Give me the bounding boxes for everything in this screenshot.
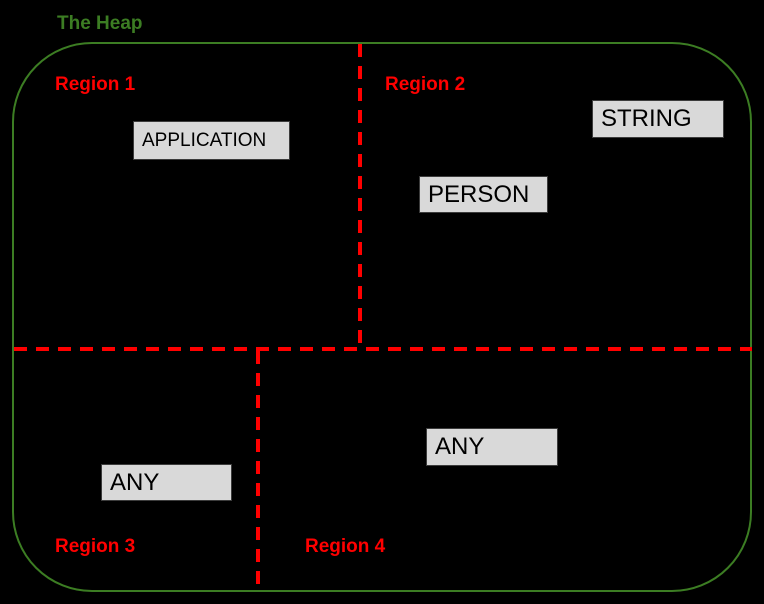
region-divider-vertical-top	[358, 44, 362, 348]
region-2-label: Region 2	[385, 74, 466, 95]
node-person: PERSON	[419, 176, 548, 213]
heap-outline	[12, 42, 752, 592]
node-any-region3: ANY	[101, 464, 232, 501]
region-3-label: Region 3	[55, 536, 136, 557]
heap-title: The Heap	[57, 13, 143, 34]
node-any-region4: ANY	[426, 428, 558, 466]
region-1-label: Region 1	[55, 74, 136, 95]
node-application: APPLICATION	[133, 121, 290, 160]
region-divider-horizontal	[14, 347, 752, 351]
region-divider-vertical-bottom	[256, 351, 260, 592]
region-4-label: Region 4	[305, 536, 386, 557]
node-string: STRING	[592, 100, 724, 138]
